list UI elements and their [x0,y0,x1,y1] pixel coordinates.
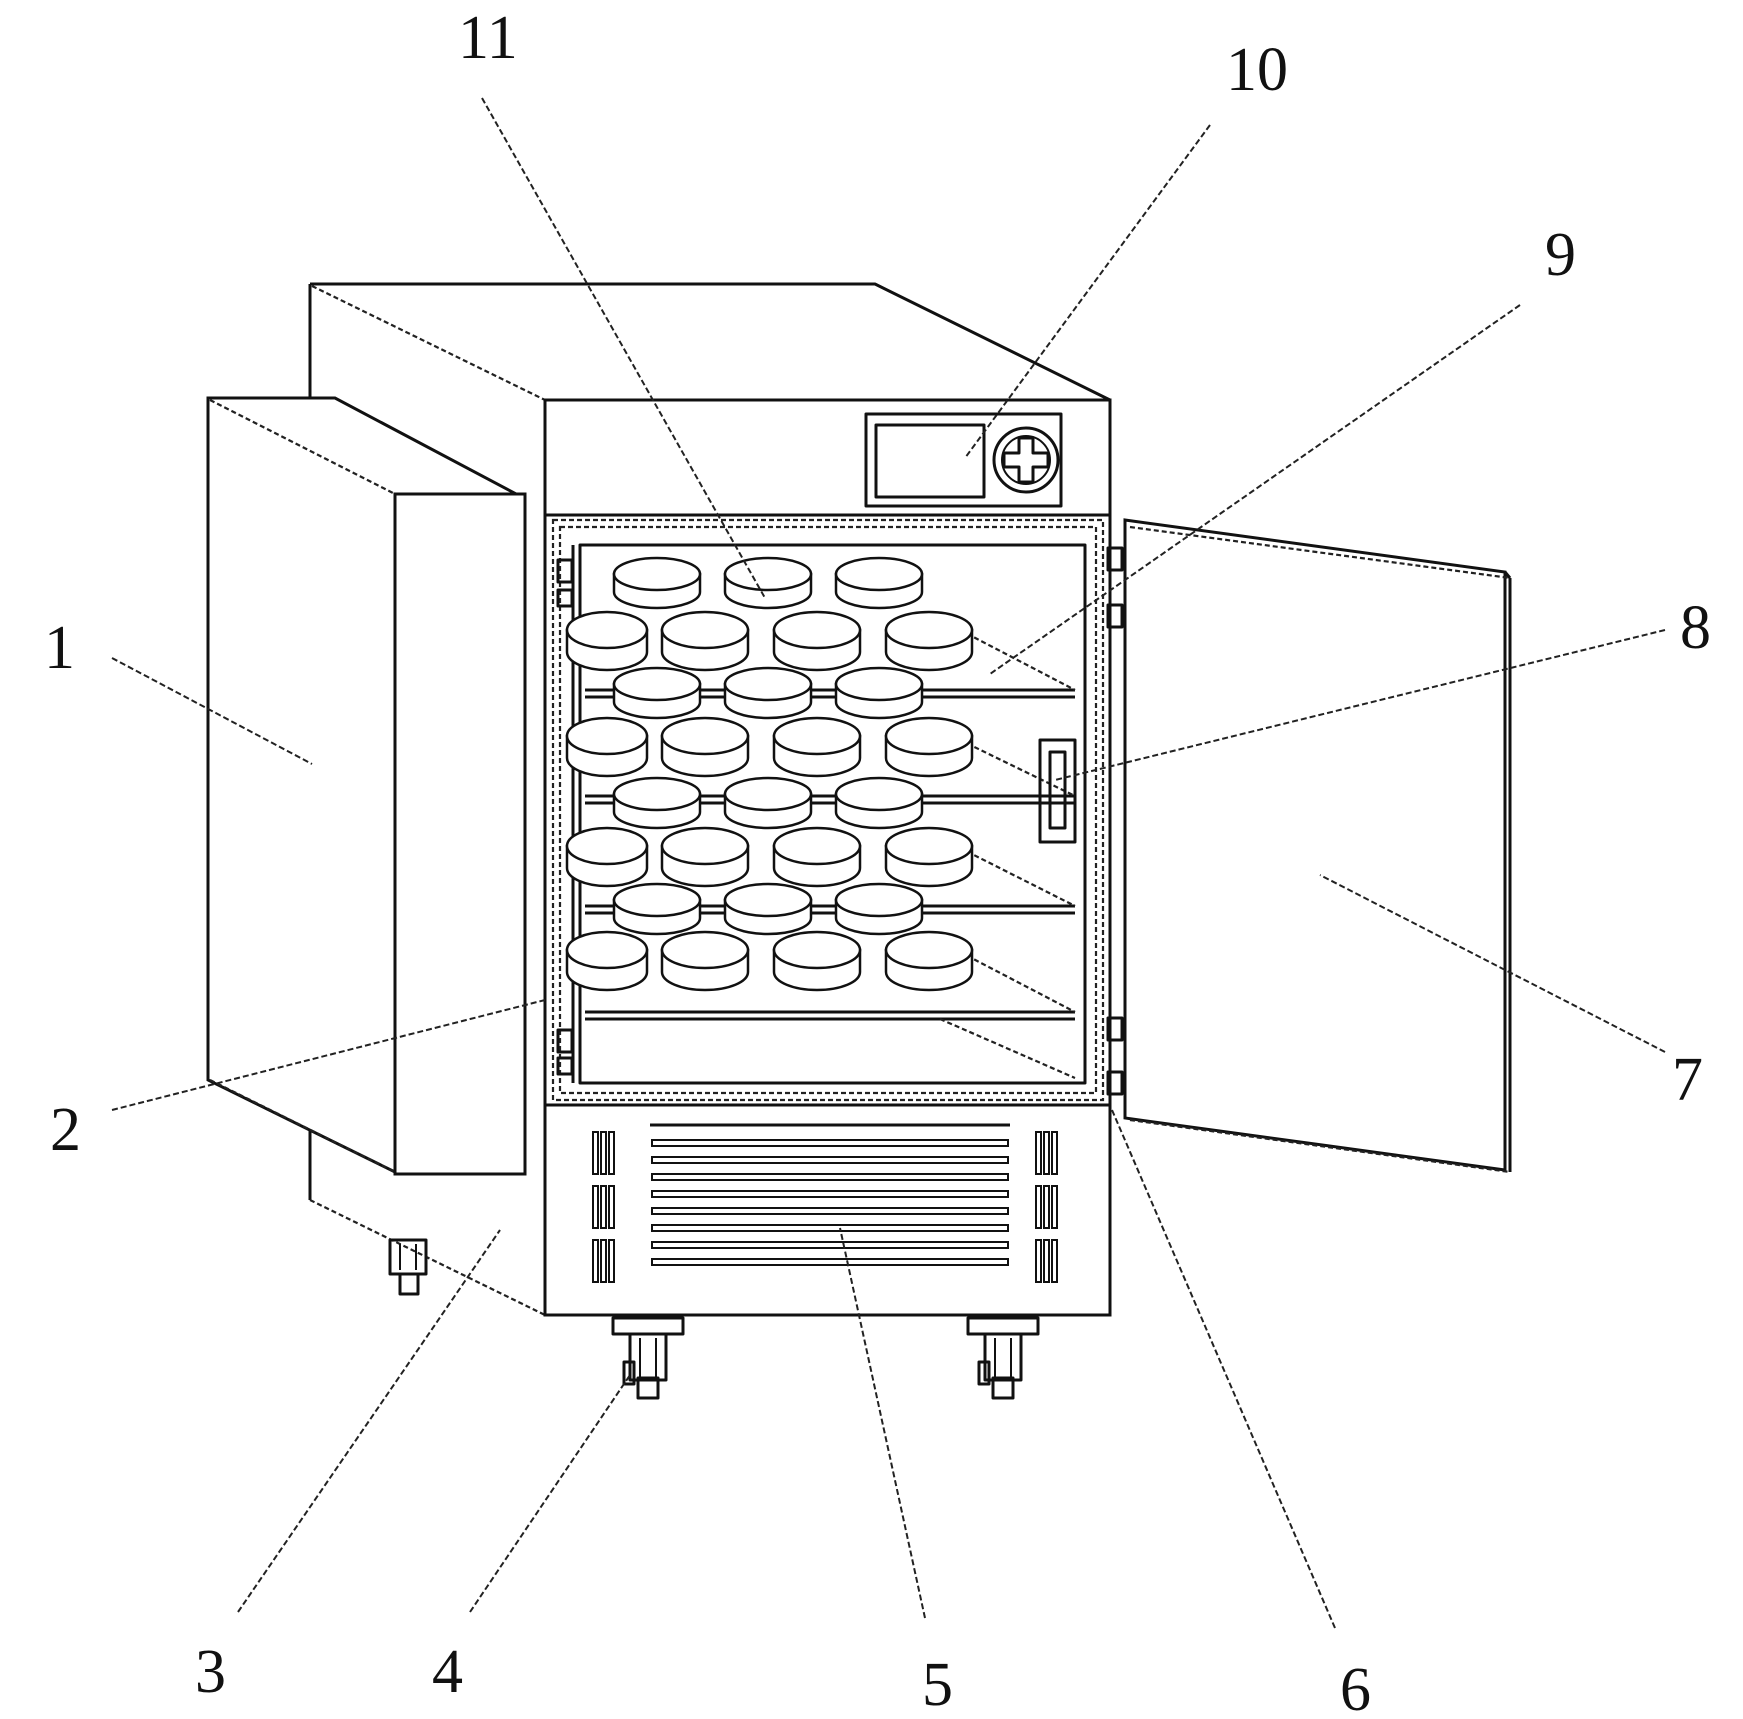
culture-dish [612,556,702,610]
culture-dish [834,882,924,936]
vent-slot [600,1131,607,1175]
culture-dish [834,666,924,720]
culture-dish [772,930,862,992]
culture-dishes [565,556,974,992]
vent-slot [608,1131,615,1175]
callout-11: 11 [458,4,518,72]
culture-dish [660,930,750,992]
culture-dish [612,776,702,830]
vent-slot [1035,1131,1042,1175]
vent-slot [651,1258,1009,1266]
vent-slot [592,1185,599,1229]
casters [388,1238,1040,1400]
leader-lines [111,97,1666,1629]
callout-6: 6 [1340,1656,1371,1719]
callout-labels: 1 2 3 4 5 6 7 8 9 10 11 [44,4,1711,1719]
control-panel [864,412,1063,508]
caster-front-right [966,1316,1040,1400]
callout-8: 8 [1680,594,1711,662]
vent-slot [651,1190,1009,1198]
culture-dish [884,826,974,888]
culture-dish [565,826,649,888]
vent-slot [1035,1239,1042,1283]
callout-9: 9 [1545,221,1576,289]
vent-slot [1043,1239,1050,1283]
callout-4: 4 [432,1638,463,1706]
callout-7: 7 [1672,1046,1703,1114]
culture-dish [884,716,974,778]
vent-slot [600,1239,607,1283]
culture-dish [565,930,649,992]
culture-dish [660,716,750,778]
vent-slot [592,1239,599,1283]
right-glass-door [1123,518,1512,1174]
vent-slot [1043,1185,1050,1229]
caster-back-left [388,1238,428,1296]
vent-slot [651,1156,1009,1164]
vent-slot [1051,1131,1058,1175]
vent-slot [608,1239,615,1283]
culture-dish [723,882,813,936]
vent-slot [1051,1185,1058,1229]
culture-dish [884,930,974,992]
culture-dish [834,776,924,830]
inner-chamber [551,518,1124,1102]
vent-slot [1051,1239,1058,1283]
vent-slot [651,1224,1009,1232]
culture-dish [660,826,750,888]
vent-slot [608,1185,615,1229]
left-outer-door [206,396,527,1176]
callout-5: 5 [922,1651,953,1719]
callout-1: 1 [44,614,75,682]
caster-front-left [611,1316,685,1400]
culture-dish [723,776,813,830]
vent-slot [651,1139,1009,1147]
culture-dish [772,610,862,672]
culture-dish [723,556,813,610]
vent-grille [592,1123,1058,1283]
vent-slot [651,1241,1009,1249]
vent-slot [651,1173,1009,1181]
culture-dish [612,666,702,720]
vent-slot [1035,1185,1042,1229]
culture-dish [565,716,649,778]
vent-slot [600,1185,607,1229]
inner-handle [1038,738,1077,844]
culture-dish [884,610,974,672]
culture-dish [565,610,649,672]
vent-slot [651,1207,1009,1215]
culture-dish [660,610,750,672]
culture-dish [772,826,862,888]
callout-3: 3 [195,1638,226,1706]
vent-slot [1043,1131,1050,1175]
culture-dish [723,666,813,720]
culture-dish [772,716,862,778]
callout-2: 2 [50,1096,81,1164]
callout-10: 10 [1226,36,1288,104]
culture-dish [834,556,924,610]
vent-slot [592,1131,599,1175]
culture-dish [612,882,702,936]
